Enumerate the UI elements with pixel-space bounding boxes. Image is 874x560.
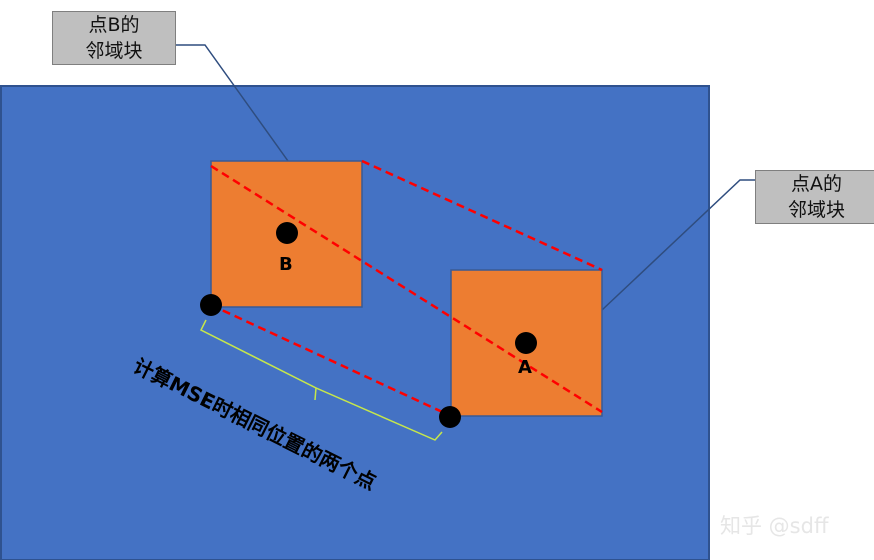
point-b-label: B	[279, 254, 293, 275]
callout-a-line1: 点A的	[791, 173, 842, 195]
callout-b-line2: 邻域块	[85, 40, 143, 62]
block-b	[210, 160, 363, 308]
measure-bracket	[199, 319, 443, 441]
callout-b-line1: 点B的	[88, 14, 140, 36]
dashed-line-bottom	[210, 303, 452, 418]
point-b-corner	[200, 294, 222, 316]
callout-a-line2: 邻域块	[787, 199, 845, 221]
dashed-line-top	[361, 159, 603, 272]
callout-a: 点A的 邻域块	[755, 170, 874, 224]
point-a-center	[515, 332, 537, 354]
dashed-line-diagonal	[210, 164, 603, 414]
watermark: 知乎 @sdff	[720, 514, 829, 538]
point-b-center	[276, 222, 298, 244]
callout-b-leader-line	[174, 44, 289, 162]
callout-a-leader-line	[601, 179, 755, 311]
point-a-label: A	[518, 357, 532, 378]
callout-b: 点B的 邻域块	[52, 11, 176, 65]
point-a-corner	[439, 406, 461, 428]
